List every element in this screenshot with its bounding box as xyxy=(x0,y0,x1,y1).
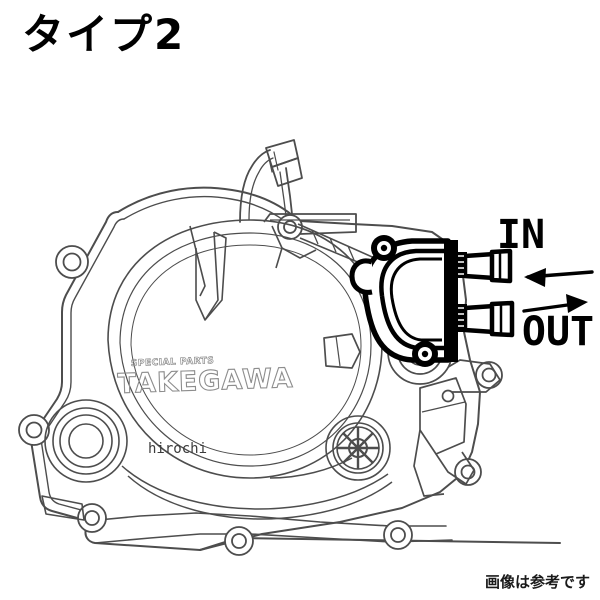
reference-image-note: 画像は参考です xyxy=(484,573,590,591)
rib-right-notch2 xyxy=(275,247,283,269)
case-boss-block-split xyxy=(421,401,466,413)
crank-boss-ring-1 xyxy=(44,399,128,483)
case-upper-right-edge xyxy=(299,220,456,249)
bolt-boss-bottom-right xyxy=(383,520,413,550)
hose-fitting-in xyxy=(455,248,513,284)
case-lever-arm xyxy=(429,359,501,393)
hose-fitting-out xyxy=(455,300,515,338)
dome-lower-sweeps xyxy=(121,457,393,520)
crank-boss-ring-2 xyxy=(52,407,120,475)
small-boss-hole xyxy=(441,389,455,403)
rib-wedge-left xyxy=(189,225,206,297)
in-label-text: IN xyxy=(497,212,545,258)
oil-pump-cover-assembly xyxy=(349,235,515,367)
flow-label-in: IN xyxy=(497,212,594,287)
left-arrow-icon xyxy=(524,268,594,287)
flow-label-out: OUT xyxy=(522,294,594,355)
rib-right-notch xyxy=(271,225,317,259)
rib-wedge-center2 xyxy=(204,231,227,321)
pump-cover-left-lobe xyxy=(349,258,373,295)
strainer-cross-pattern xyxy=(337,427,379,469)
pump-mounting-plate xyxy=(444,240,458,362)
case-boss-block xyxy=(419,377,467,455)
bolt-boss-upper-left xyxy=(55,245,89,279)
dome-rib-details xyxy=(189,225,317,321)
breather-tube-left-inner xyxy=(248,157,274,221)
oil-strainer-cap xyxy=(325,415,391,481)
strainer-mid-ring xyxy=(332,422,384,474)
case-lower-tongue xyxy=(413,429,445,497)
tube-clamp-ridge xyxy=(267,151,279,173)
breather-tube-left xyxy=(239,149,271,223)
lower-right-case-detail xyxy=(413,359,501,497)
crank-boss-ring-3 xyxy=(59,414,113,468)
crank-bearing-boss xyxy=(44,399,128,483)
bolt-boss-right-mid xyxy=(475,361,503,389)
breather-tube-right xyxy=(285,167,293,215)
rib-wedge-center xyxy=(195,231,219,321)
upper-case-shelf xyxy=(263,213,357,235)
pump-cover-inner-groove xyxy=(379,248,444,297)
pump-bolt-lower xyxy=(412,341,438,367)
pump-cover-inner-groove-3 xyxy=(389,257,442,342)
left-spigot xyxy=(323,333,361,369)
bolt-boss-mid-left xyxy=(18,414,50,446)
crank-boss-ring-4 xyxy=(68,423,104,459)
hose-segment-a xyxy=(311,229,355,261)
strainer-outer-ring xyxy=(325,415,391,481)
logo-top-line: SPECIAL PARTS xyxy=(131,356,215,369)
shelf-plate xyxy=(263,213,357,235)
breather-tube-right2 xyxy=(279,171,287,217)
bolt-boss-lower-left xyxy=(77,503,107,533)
pump-bolt-upper xyxy=(371,235,397,261)
logo-main-line: TAKEGAWA xyxy=(117,363,294,400)
takegawa-logo: SPECIAL PARTS TAKEGAWA xyxy=(117,356,295,401)
bolt-boss-right-lower xyxy=(454,458,482,486)
bolt-boss-top-center xyxy=(277,214,303,240)
right-arrow-icon xyxy=(522,294,588,313)
cover-top-ridge xyxy=(117,186,301,222)
breather-tube-assembly xyxy=(239,139,303,223)
cover-bolt-bosses xyxy=(18,214,503,556)
page-title: タイプ2 xyxy=(22,10,186,59)
tube-clamp-lower xyxy=(271,157,303,187)
out-label-text: OUT xyxy=(522,309,594,355)
case-lower-arm xyxy=(435,451,475,485)
left-side-tab xyxy=(41,495,85,521)
watermark: hirochi xyxy=(148,441,207,457)
bolt-boss-bottom-center xyxy=(224,526,254,556)
dome-inner-arc xyxy=(119,232,372,467)
cover-gasket-line xyxy=(40,218,125,515)
